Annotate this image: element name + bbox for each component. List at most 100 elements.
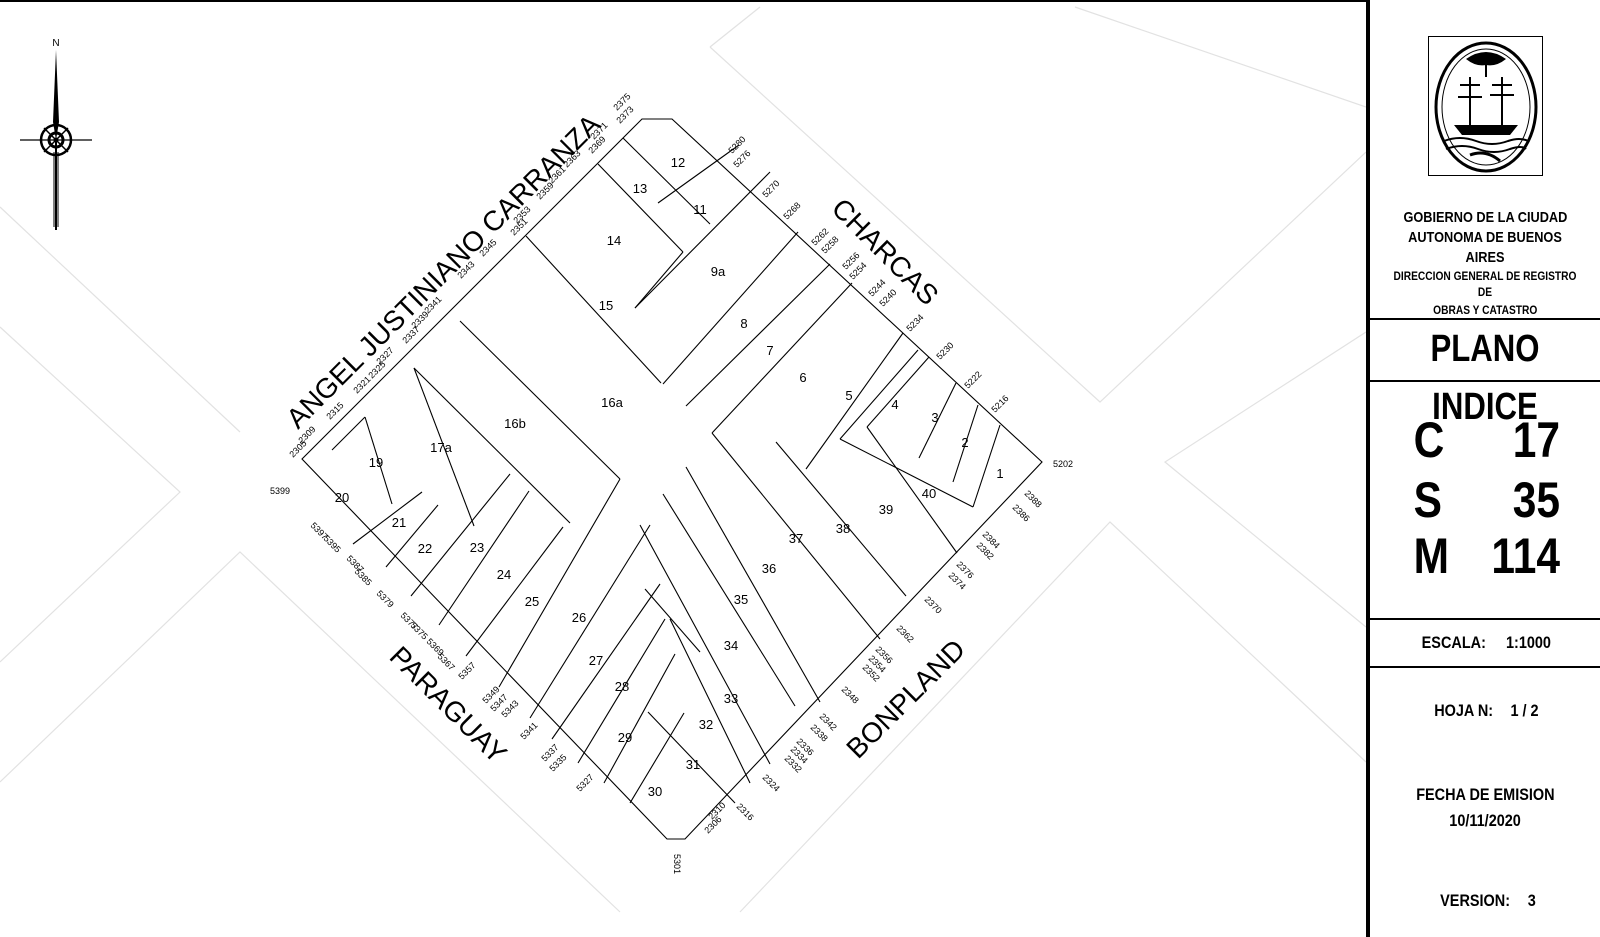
- org-name-line1: GOBIERNO DE LA CIUDAD: [1403, 209, 1567, 226]
- issue-date-label: FECHA DE EMISION: [1415, 785, 1555, 804]
- issue-date: FECHA DE EMISION 10/11/2020: [1370, 782, 1600, 834]
- door-number: 5222: [962, 369, 983, 390]
- sheet-value: 1 / 2: [1510, 701, 1539, 720]
- sheet-info: HOJA N: 1 / 2: [1370, 698, 1600, 724]
- door-number: 5216: [989, 393, 1010, 414]
- version-label: VERSION:: [1440, 891, 1510, 910]
- lot-label: 35: [734, 592, 748, 607]
- title-block: GOBIERNO DE LA CIUDAD AUTONOMA DE BUENOS…: [1366, 0, 1600, 937]
- lot-label: 36: [762, 561, 776, 576]
- org-dept-line2: OBRAS Y CATASTRO: [1432, 303, 1538, 317]
- door-number: 5341: [518, 720, 539, 741]
- door-number: 5268: [781, 200, 802, 221]
- version-info: VERSION: 3: [1370, 888, 1600, 914]
- lot-label: 29: [618, 730, 632, 745]
- plan-title: PLANO INDICE: [1430, 328, 1540, 428]
- street-name-angel-justiniano-carranza: ANGEL JUSTINIANO CARRANZA: [280, 108, 606, 434]
- door-number: 5375: [409, 620, 430, 641]
- door-number: 5399: [270, 486, 290, 496]
- manz-key: M: [1413, 528, 1450, 584]
- door-number: 2324: [761, 772, 782, 793]
- door-number: 2362: [895, 623, 916, 644]
- lot-label: 3: [931, 410, 938, 425]
- lot-label: 30: [648, 784, 662, 799]
- lot-label: 8: [740, 316, 747, 331]
- lot-label: 25: [525, 594, 539, 609]
- lot-label: 7: [766, 343, 773, 358]
- sheet-label: HOJA N:: [1433, 701, 1493, 720]
- lot-label: 6: [799, 370, 806, 385]
- door-number: 2386: [1011, 502, 1032, 523]
- lot-label: 22: [418, 541, 432, 556]
- door-number: 2388: [1023, 488, 1044, 509]
- door-number: 5270: [760, 178, 781, 199]
- lot-label: 16b: [504, 416, 526, 431]
- door-number: 5357: [456, 660, 477, 681]
- map-canvas: N: [0, 6, 1366, 913]
- city-block: [301, 118, 1043, 840]
- city-coat-of-arms: [1428, 36, 1543, 176]
- manzana: M 114: [1410, 528, 1560, 584]
- title-row: PLANO INDICE: [1370, 320, 1600, 428]
- seccion: S 35: [1410, 472, 1560, 528]
- lot-label: 37: [789, 531, 803, 546]
- door-numbers: 2375 2373 2371 2369 2363 2361 2359 2353 …: [270, 91, 1073, 874]
- lot-label: 27: [589, 653, 603, 668]
- sec-value: 35: [1512, 472, 1560, 528]
- compass-rose: N: [20, 38, 92, 230]
- door-number: 2370: [923, 594, 944, 615]
- lot-label: 23: [470, 540, 484, 555]
- door-number: 5367: [436, 651, 457, 672]
- lot-label: 26: [572, 610, 586, 625]
- lot-label: 17a: [430, 440, 452, 455]
- door-number: 5202: [1053, 459, 1073, 469]
- lot-label: 5: [845, 388, 852, 403]
- door-number: 5327: [574, 772, 595, 793]
- parcel-codes: C 17 S 35 M 114: [1370, 382, 1600, 620]
- door-number: 5385: [353, 566, 374, 587]
- lot-label: 19: [369, 455, 383, 470]
- lot-label: 34: [724, 638, 738, 653]
- lot-label: 24: [497, 567, 511, 582]
- org-name-line2: AUTONOMA DE BUENOS AIRES: [1408, 229, 1562, 266]
- lot-label: 32: [699, 717, 713, 732]
- door-number: 2316: [735, 801, 756, 822]
- lot-label: 12: [671, 155, 685, 170]
- sec-key: S: [1413, 472, 1442, 528]
- lot-label: 33: [724, 691, 738, 706]
- door-number: 5301: [672, 854, 682, 874]
- lot-label: 31: [686, 757, 700, 772]
- lot-label: 11: [693, 202, 707, 217]
- coat-of-arms-icon: [1434, 41, 1537, 173]
- lot-label: 15: [599, 298, 613, 313]
- circ-key: C: [1413, 412, 1445, 468]
- door-number: 5395: [322, 533, 343, 554]
- lot-label: 40: [922, 486, 936, 501]
- door-number: 5234: [904, 312, 925, 333]
- version-value: 3: [1527, 891, 1536, 910]
- scale-label: ESCALA:: [1421, 633, 1486, 652]
- lot-numbers: 12 13 11 14 9a 15 8 7 6 5 4 3 2 1 16a 16…: [335, 155, 1004, 799]
- lot-label: 16a: [601, 395, 623, 410]
- door-number: 5379: [375, 588, 396, 609]
- lot-label: 21: [392, 515, 406, 530]
- neighbour-blocks: [0, 6, 1366, 913]
- lot-label: 28: [615, 679, 629, 694]
- scale-row: ESCALA: 1:1000: [1370, 620, 1600, 668]
- cadastral-map: N: [0, 0, 1366, 913]
- circunscripcion: C 17: [1410, 412, 1560, 468]
- lot-label: 39: [879, 502, 893, 517]
- lot-label: 1: [996, 466, 1003, 481]
- door-number: 2348: [840, 684, 861, 705]
- manz-value: 114: [1491, 528, 1560, 584]
- lot-label: 20: [335, 490, 349, 505]
- emblem-and-org: GOBIERNO DE LA CIUDAD AUTONOMA DE BUENOS…: [1370, 0, 1600, 320]
- circ-value: 17: [1512, 412, 1560, 468]
- scale-value: 1:1000: [1505, 633, 1551, 652]
- door-number: 5230: [934, 340, 955, 361]
- lot-label: 4: [891, 397, 898, 412]
- org-dept-line1: DIRECCION GENERAL DE REGISTRO DE: [1393, 269, 1577, 299]
- issue-date-value: 10/11/2020: [1449, 811, 1521, 830]
- lot-label: 14: [607, 233, 621, 248]
- lot-label: 9a: [711, 264, 726, 279]
